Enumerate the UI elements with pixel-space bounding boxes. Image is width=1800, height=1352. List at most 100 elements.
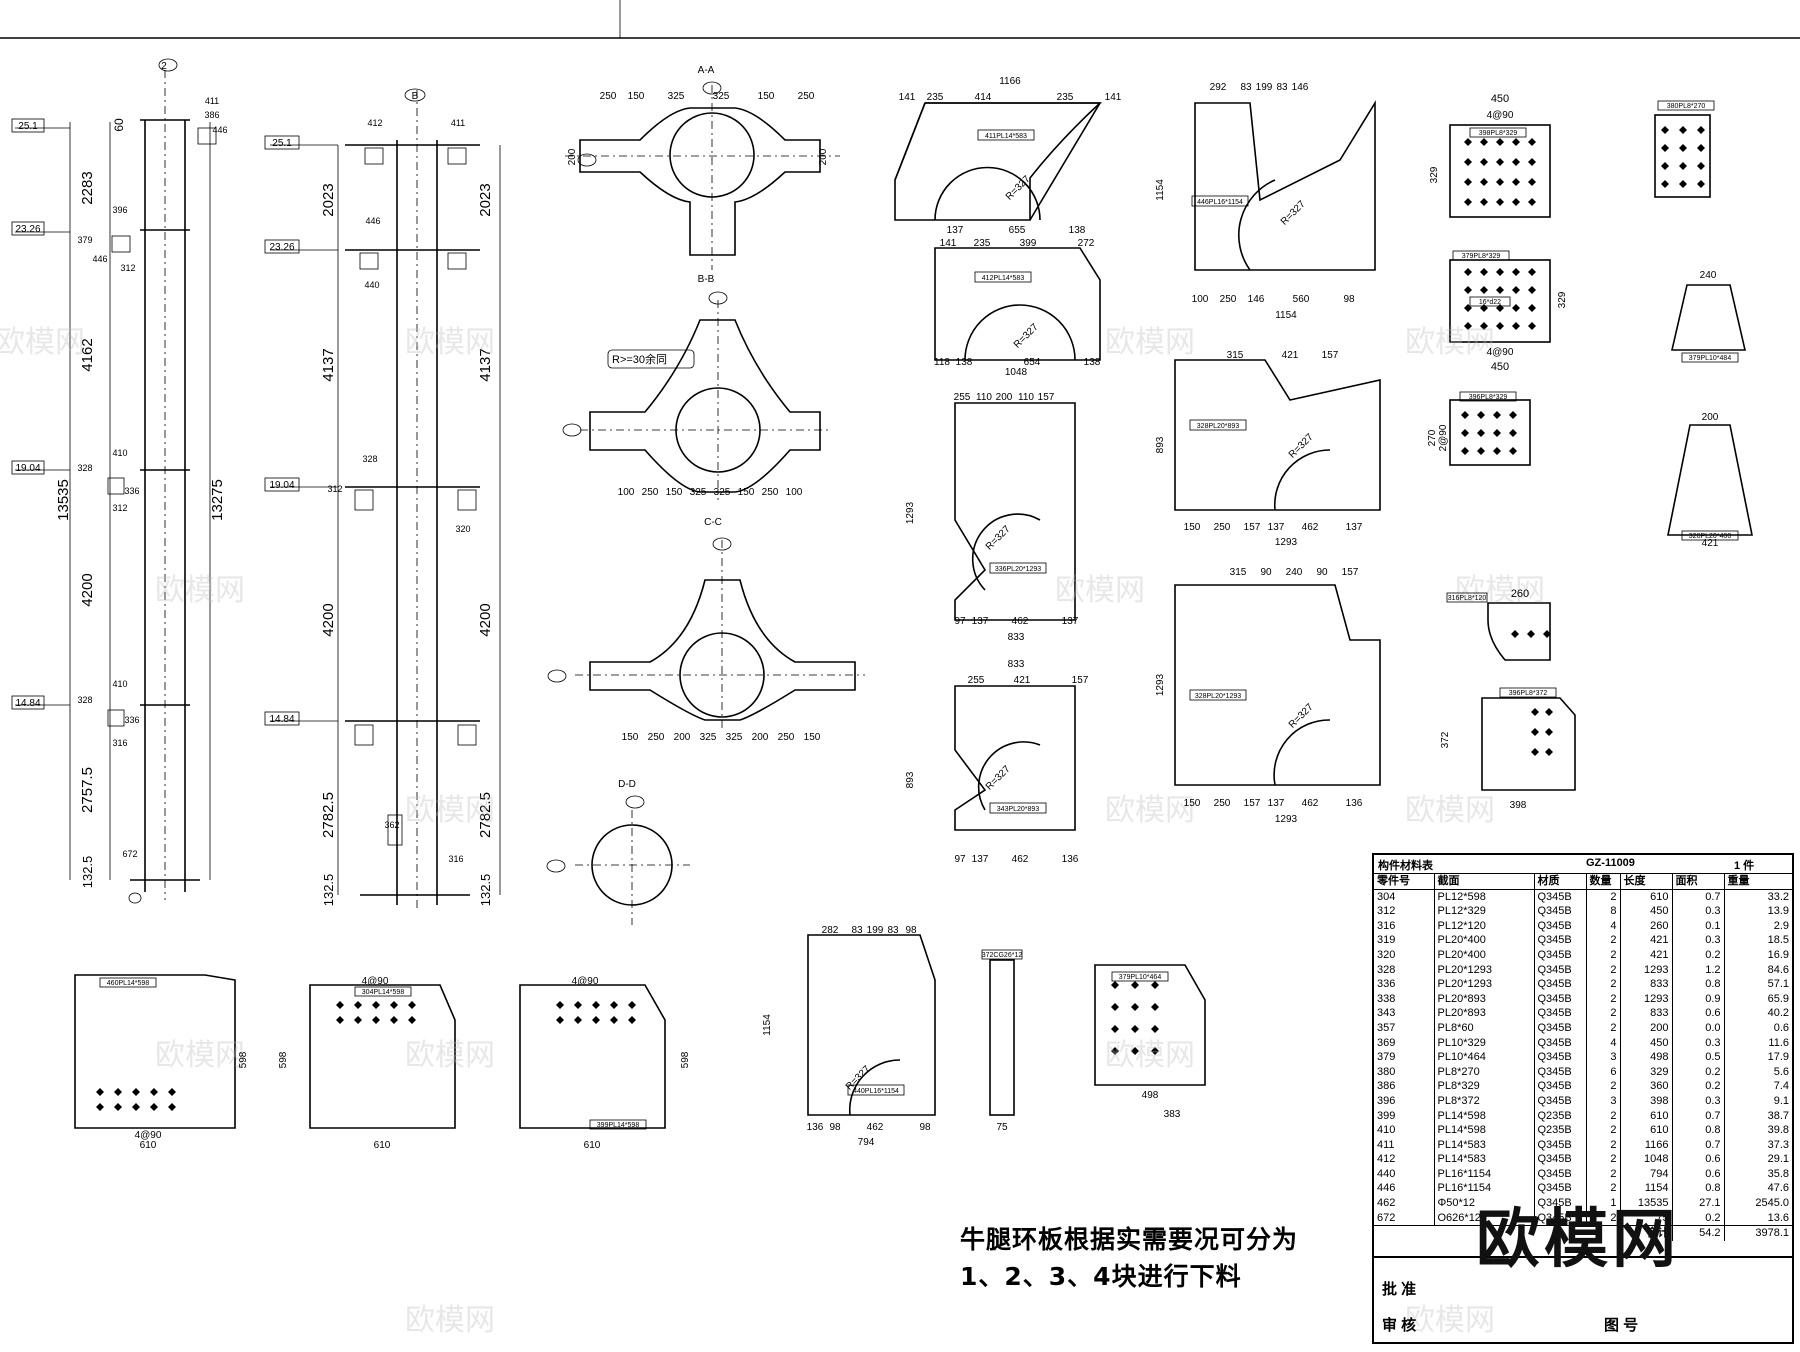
approve-label: 批 准 (1382, 1281, 1417, 1298)
plate-328b-bottom: 136 (1346, 798, 1363, 809)
watermark-text: 欧模网 (1455, 574, 1545, 607)
material-table-cell: PL16*1154 (1433, 1166, 1534, 1182)
plate-412-radius: R=327 (1012, 322, 1041, 351)
bolt-hole (1697, 126, 1705, 134)
material-table-cell: PL10*329 (1433, 1035, 1534, 1051)
aa-dim: 150 (758, 91, 775, 102)
bolt-hole (1464, 286, 1472, 294)
aa-side: 200 (818, 148, 829, 165)
bp460-tag: 460PL14*598 (107, 980, 150, 987)
material-table-cell: 6 (1585, 1064, 1620, 1080)
material-table-cell: 57.1 (1723, 977, 1792, 992)
bp399-height: 598 (680, 1051, 691, 1068)
material-table-cell: 412 (1377, 1153, 1396, 1166)
plate-440-bottom: 136 (807, 1122, 824, 1133)
plate-412-dim: 399 (1020, 238, 1037, 249)
material-table-cell: PL12*120 (1433, 918, 1534, 934)
watermark-text: 欧模网 (1105, 326, 1195, 359)
material-table-cell: 2 (1585, 1166, 1620, 1182)
material-table-cell: 343 (1377, 1007, 1396, 1020)
material-table-cell: 610 (1619, 889, 1672, 905)
material-table-cell: 462 (1377, 1197, 1396, 1210)
part-tag: 328 (77, 695, 92, 705)
sp398-top: 450 (1491, 93, 1509, 105)
material-table-cell: 2 (1585, 947, 1620, 963)
watermark-text: 欧模网 (155, 1039, 245, 1072)
material-table-cell: 0.2 (1671, 947, 1724, 963)
aa-dim: 250 (798, 91, 815, 102)
sp396-top: 450 (1491, 361, 1509, 373)
watermark-text: 欧模网 (405, 1039, 495, 1072)
material-table-cell: 328 (1377, 963, 1396, 976)
bolt-hole (96, 1088, 104, 1096)
bolt-hole (1512, 178, 1520, 186)
plate-411-dim: 235 (927, 92, 944, 103)
bolt-hole (1111, 1047, 1119, 1055)
material-table-cell: 610 (1619, 1123, 1672, 1138)
part-tag: 312 (112, 503, 127, 513)
bolt-hole (1512, 268, 1520, 276)
material-table-cell: 0.2 (1671, 1210, 1724, 1226)
material-table-cell: 1048 (1619, 1152, 1672, 1167)
aa-dim: 325 (713, 91, 730, 102)
plate-440-dim: 83 (887, 925, 899, 936)
bolt-hole (1509, 411, 1517, 419)
material-table-cell: 260 (1619, 918, 1672, 934)
material-table-cell: Q345B (1533, 1035, 1586, 1051)
bolt-hole (1151, 1003, 1159, 1011)
bolt-hole (1512, 158, 1520, 166)
bolt-hole (1661, 162, 1669, 170)
material-table-cell: PL8*329 (1433, 1079, 1534, 1094)
bp379-bottom: 383 (1164, 1109, 1181, 1120)
plate-411-dim: 141 (899, 92, 916, 103)
material-table-cell: 1293 (1619, 962, 1672, 978)
plate-328a-bottom: 137 (1346, 522, 1363, 533)
bolt-hole (114, 1088, 122, 1096)
sp398-side: 329 (1429, 166, 1440, 183)
material-table-cell: PL10*464 (1433, 1050, 1534, 1065)
material-table-cell: 329 (1619, 1064, 1672, 1080)
bp460-width: 610 (140, 1140, 157, 1151)
plate-412-bottom: 138 (956, 357, 973, 368)
plate-328b-width: 1293 (1275, 814, 1298, 825)
bolt-hole (1545, 708, 1553, 716)
material-table-cell: 2 (1585, 1181, 1620, 1197)
bolt-hole (1480, 322, 1488, 330)
plate-328a-bottom: 150 (1184, 522, 1201, 533)
material-table-cell: Q345B (1533, 1210, 1586, 1226)
plate-412-bottom: 118 (934, 357, 950, 368)
material-table-cell: Q235B (1533, 1123, 1586, 1138)
bolt-hole (1477, 447, 1485, 455)
material-table-cell: 0.7 (1671, 889, 1724, 905)
plate-446-dim: 83 (1240, 82, 1252, 93)
material-table-cell: PL8*60 (1433, 1020, 1534, 1036)
level-tag (11, 221, 45, 236)
cutting-note-line1: 牛腿环板根据实需要况可分为 (960, 1225, 1299, 1254)
plate-328b-bottom: 137 (1268, 798, 1285, 809)
sp380-side: 270 (1427, 429, 1438, 446)
plate-412 (934, 247, 1101, 361)
bolt-hole (372, 1016, 380, 1024)
material-table-total-area: 54.2 (1671, 1225, 1724, 1241)
sp396b-side: 372 (1440, 731, 1451, 748)
material-table-cell: 2.9 (1723, 918, 1792, 934)
column-elevation-left (15, 58, 217, 904)
plate-336-tag-box (989, 562, 1047, 574)
plate-446-bottom: 146 (1248, 294, 1265, 305)
material-table-cell: PL8*372 (1433, 1093, 1534, 1109)
plate-412-dim: 272 (1078, 238, 1095, 249)
material-table-cell: 2 (1585, 1006, 1620, 1021)
material-table-cell: Q345B (1533, 918, 1586, 934)
bb-dim: 250 (642, 487, 659, 498)
bolt-hole (354, 1001, 362, 1009)
stiff240-tag-box (1681, 352, 1739, 363)
material-table-cell: 2 (1585, 1079, 1620, 1094)
bolt-hole (1111, 981, 1119, 989)
material-table-cell: Q345B (1533, 1166, 1586, 1182)
plate-336-dim: 110 (1018, 392, 1034, 403)
part-tag: 412 (367, 118, 382, 128)
material-table-cell: 2 (1585, 1137, 1620, 1153)
